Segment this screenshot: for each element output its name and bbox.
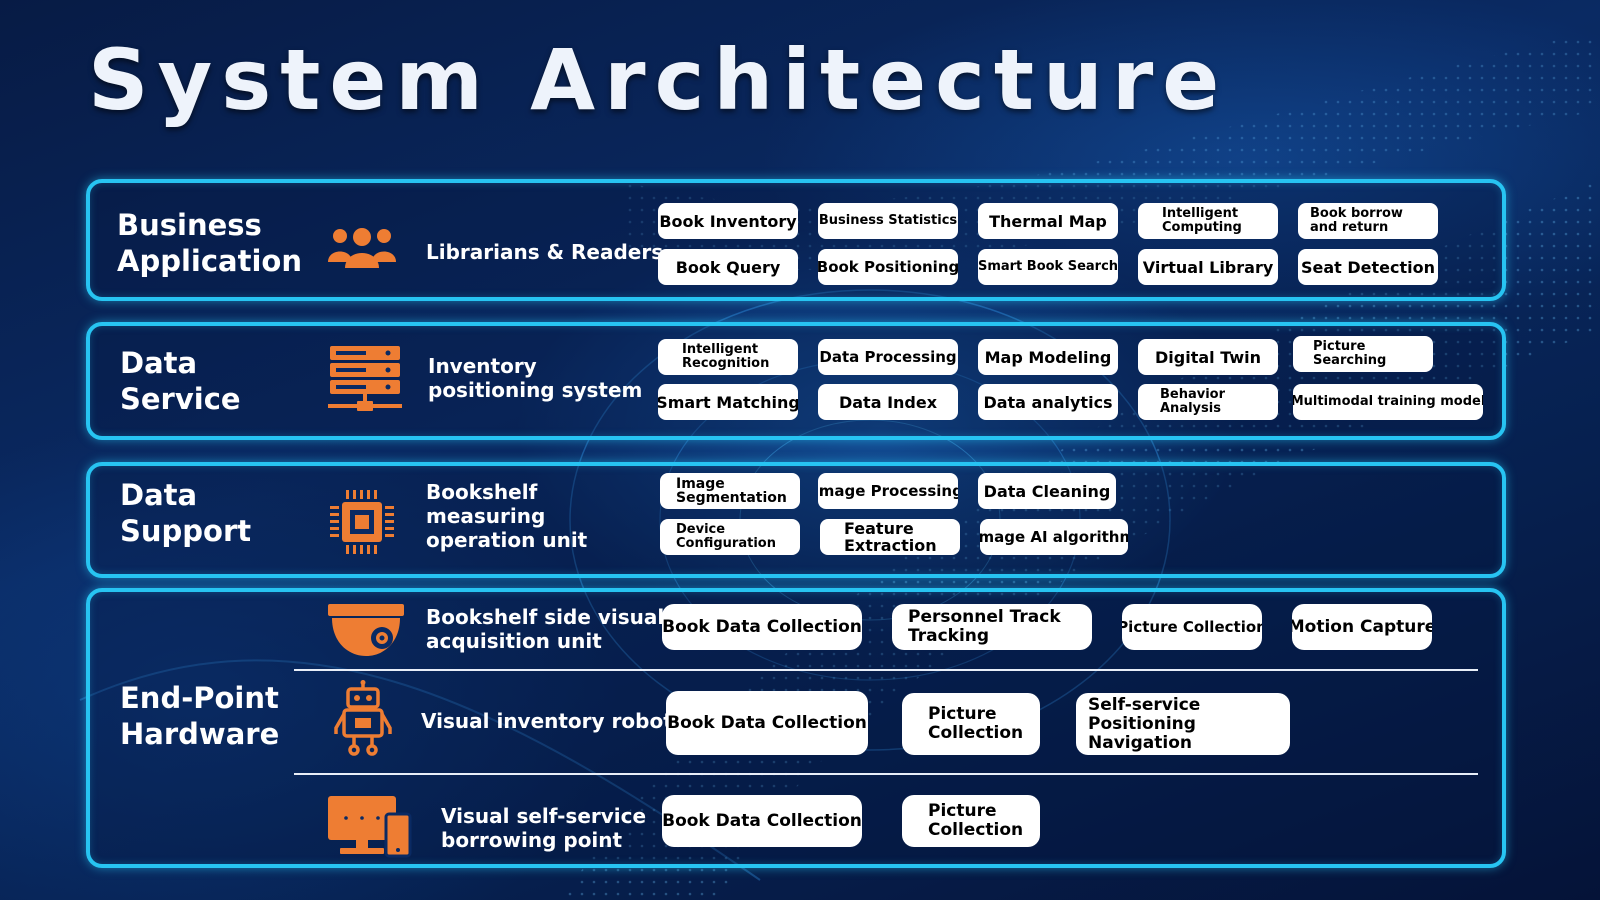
pill-device-configuration[interactable]: Device Configuration [660,519,800,555]
pill-picture-collection[interactable]: Picture Collection [1122,604,1262,650]
layer-title-line: Data [120,346,198,380]
page-title: System Architecture [88,31,1229,129]
pill-image-segmentation[interactable]: Image Segmentation [660,473,800,509]
data-service-system-label: Inventory positioning system [428,354,642,402]
pill-data-analytics[interactable]: Data analytics [978,384,1118,420]
row-divider [294,669,1478,671]
data-support-system-label: Bookshelf measuring operation unit [426,480,587,552]
system-label-line: Visual self-service [441,804,647,828]
pill-picture-searching[interactable]: Picture Searching [1293,336,1433,372]
pill-book-data-collection[interactable]: Book Data Collection [662,795,862,847]
layer-title-line: Application [117,244,302,278]
pill-intelligent-recognition[interactable]: Intelligent Recognition [658,339,798,375]
pill-picture-collection[interactable]: Picture Collection [902,795,1040,847]
pill-seat-detection[interactable]: Seat Detection [1298,249,1438,285]
system-label-line: measuring [426,504,546,528]
pill-behavior-analysis[interactable]: Behavior Analysis [1138,384,1278,420]
system-label-line: positioning system [428,378,643,402]
pill-smart-book-search[interactable]: Smart Book Search [978,249,1118,285]
system-label-line: Bookshelf side visual [426,605,665,629]
data-service-title: Data Service [120,345,241,417]
server-icon [328,346,402,411]
system-label-line: borrowing point [441,828,623,852]
pill-map-modeling[interactable]: Map Modeling [978,339,1118,375]
pill-book-data-collection[interactable]: Book Data Collection [666,691,868,755]
pill-data-index[interactable]: Data Index [818,384,958,420]
pill-book-query[interactable]: Book Query [658,249,798,285]
pill-thermal-map[interactable]: Thermal Map [978,203,1118,239]
pill-book-positioning[interactable]: Book Positioning [818,249,958,285]
pill-intelligent-computing[interactable]: Intelligent Computing [1138,203,1278,239]
layer-title-line: Service [120,382,241,416]
camera-icon [328,604,404,656]
hardware-row1-system-label: Bookshelf side visual acquisition unit [426,605,664,653]
pill-image-ai-algorithm[interactable]: Image AI algorithm [980,519,1128,555]
layer-title-line: Business [117,208,262,242]
system-label-line: Visual inventory robot [421,709,673,733]
hardware-row2-system-label: Visual inventory robot [421,709,673,733]
pill-image-processing[interactable]: Image Processing [818,473,958,509]
hardware-row3-system-label: Visual self-service borrowing point [441,804,646,852]
pill-digital-twin[interactable]: Digital Twin [1138,339,1278,375]
layer-title-line: Data [120,478,198,512]
pill-personnel-track-tracking[interactable]: Personnel Track Tracking [892,604,1092,650]
pill-picture-collection[interactable]: Picture Collection [902,693,1040,755]
layer-title-line: Hardware [120,717,280,751]
users-icon [328,228,396,268]
pill-book-borrow-return[interactable]: Book borrow and return [1298,203,1438,239]
system-label-line: Inventory [428,354,537,378]
kiosk-icon [328,796,412,858]
pill-data-processing[interactable]: Data Processing [818,339,958,375]
pill-self-service-positioning-navigation[interactable]: Self-service Positioning Navigation [1076,693,1290,755]
chip-icon [330,490,394,554]
system-label-line: Bookshelf [426,480,538,504]
pill-book-inventory[interactable]: Book Inventory [658,203,798,239]
row-divider [294,773,1478,775]
robot-icon [334,680,392,756]
pill-book-data-collection[interactable]: Book Data Collection [662,604,862,650]
system-label-line: operation unit [426,528,588,552]
pill-data-cleaning[interactable]: Data Cleaning [978,473,1116,509]
system-label-line: acquisition unit [426,629,602,653]
pill-feature-extraction[interactable]: Feature Extraction [820,519,960,555]
system-label-line: Librarians & Readers [426,240,664,264]
end-point-hardware-title: End-Point Hardware [120,680,279,752]
business-application-title: Business Application [117,207,302,279]
layer-title-line: End-Point [120,681,279,715]
pill-virtual-library[interactable]: Virtual Library [1138,249,1278,285]
pill-multimodal-training-model[interactable]: Multimodal training model [1293,384,1483,420]
layer-title-line: Support [120,514,252,548]
pill-business-statistics[interactable]: Business Statistics [818,203,958,239]
data-support-title: Data Support [120,477,251,549]
pill-motion-capture[interactable]: Motion Capture [1292,604,1432,650]
business-system-label: Librarians & Readers [426,240,663,264]
pill-smart-matching[interactable]: Smart Matching [658,384,798,420]
